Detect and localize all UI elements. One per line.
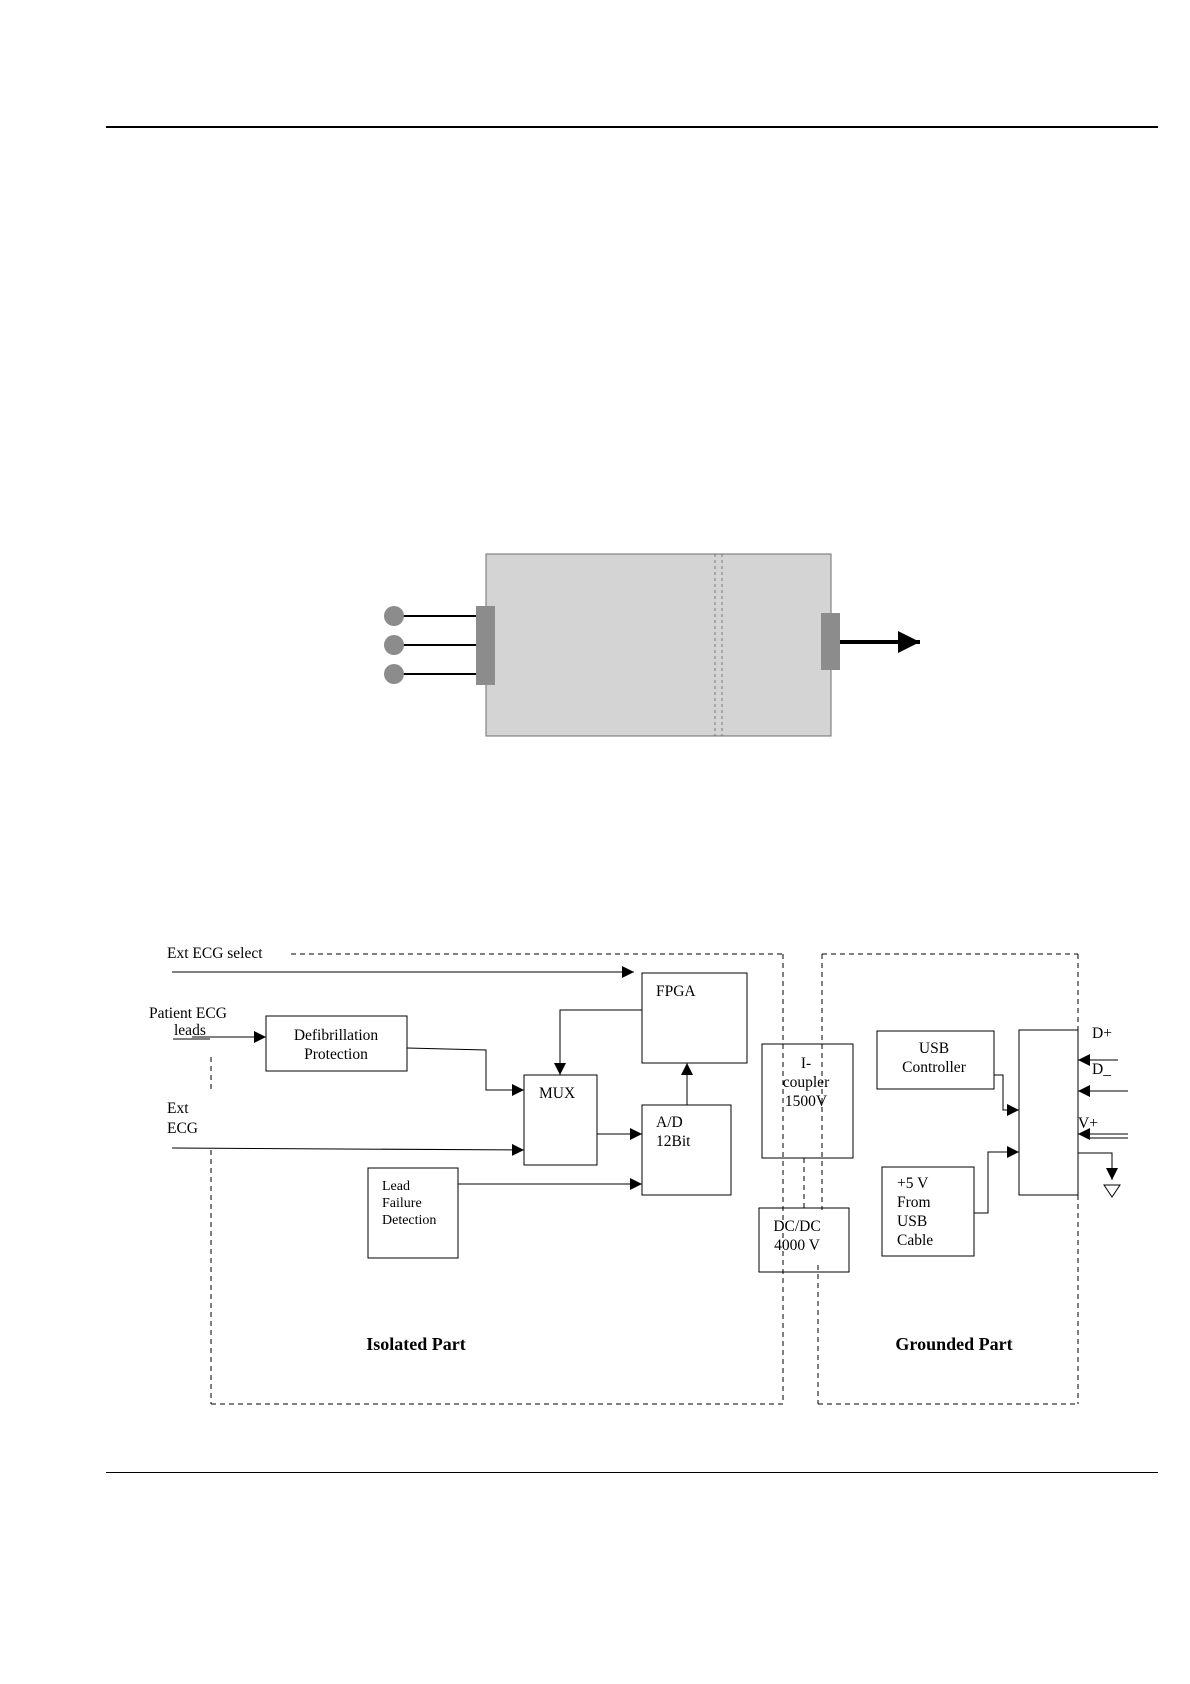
device-body (486, 554, 831, 736)
usb-connector-block (1019, 1030, 1078, 1195)
usb-ctrl-to-connector-arrow (994, 1075, 1019, 1110)
lead-text-3: Detection (382, 1213, 436, 1228)
device-illustration (384, 554, 920, 736)
output-connector (821, 613, 840, 670)
d-minus-label: D_ (1092, 1061, 1111, 1078)
pwr-text-3: USB (897, 1213, 927, 1230)
dcdc-text-2: 4000 V (774, 1237, 821, 1254)
icoupler-text-3: 1500V (785, 1093, 828, 1110)
ad-text-2: 12Bit (656, 1133, 691, 1150)
input-connector (476, 606, 495, 685)
lead-text-1: Lead (382, 1179, 410, 1194)
fpga-text: FPGA (656, 983, 696, 1000)
usb-ctrl-text-2: Controller (902, 1059, 967, 1076)
d-plus-label: D+ (1092, 1025, 1112, 1042)
fpga-to-mux-arrow (560, 1010, 642, 1075)
ext-label: Ext (167, 1100, 189, 1117)
pwr-text-4: Cable (897, 1232, 933, 1249)
pwr-text-1: +5 V (897, 1175, 929, 1192)
patient-ecg-label: Patient ECG (149, 1005, 227, 1022)
power-to-connector-arrow (974, 1152, 1019, 1213)
usb-ctrl-text-1: USB (919, 1040, 949, 1057)
defib-text-1: Defibrillation (294, 1027, 379, 1044)
ext-ecg-to-mux-arrow (172, 1148, 524, 1150)
pwr-text-2: From (897, 1194, 931, 1211)
ground-line (1078, 1153, 1112, 1180)
dcdc-text-1: DC/DC (773, 1218, 820, 1235)
electrode-2 (384, 635, 404, 655)
isolated-part-boundary (211, 954, 783, 1404)
ecg-label: ECG (167, 1120, 198, 1137)
icoupler-text-1: I- (801, 1055, 811, 1072)
electrode-3 (384, 664, 404, 684)
grounded-part-label: Grounded Part (895, 1334, 1012, 1354)
diagram-labels: Ext ECG select Patient ECG leads Ext ECG… (149, 945, 1112, 1354)
defib-text-2: Protection (304, 1046, 368, 1063)
signal-connections (172, 972, 1128, 1213)
ext-ecg-select-label: Ext ECG select (167, 945, 263, 962)
lead-text-2: Failure (382, 1196, 422, 1211)
ad-text-1: A/D (656, 1114, 683, 1131)
ground-symbol-icon (1104, 1185, 1120, 1197)
leads-label: leads (174, 1022, 206, 1039)
electrode-leads (384, 606, 476, 684)
v-plus-label: V+ (1078, 1115, 1098, 1132)
isolated-part-label: Isolated Part (366, 1334, 465, 1354)
electrode-1 (384, 606, 404, 626)
defib-to-mux-arrow (407, 1048, 524, 1090)
mux-text: MUX (539, 1085, 575, 1102)
icoupler-text-2: coupler (783, 1074, 830, 1091)
